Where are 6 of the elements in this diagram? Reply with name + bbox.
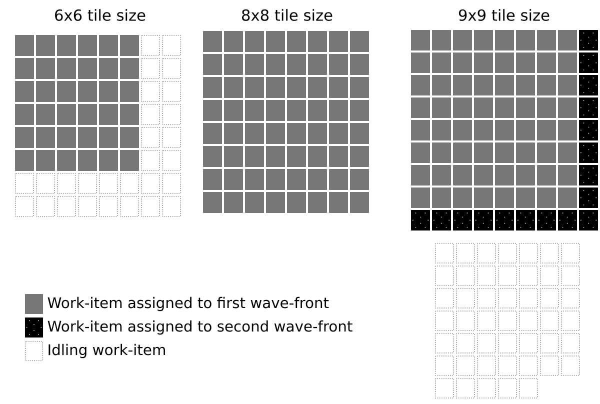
grid-title: 8x8 tile size (242, 9, 332, 21)
grid-title: 9x9 tile size (458, 9, 550, 21)
legend-text: Idling work-item (48, 344, 165, 358)
legend-text: Work-item assigned to first wave-front (48, 296, 329, 312)
grid-title: 6x6 tile size (55, 9, 146, 21)
legend-text: Work-item assigned to second wave-front (48, 320, 352, 335)
